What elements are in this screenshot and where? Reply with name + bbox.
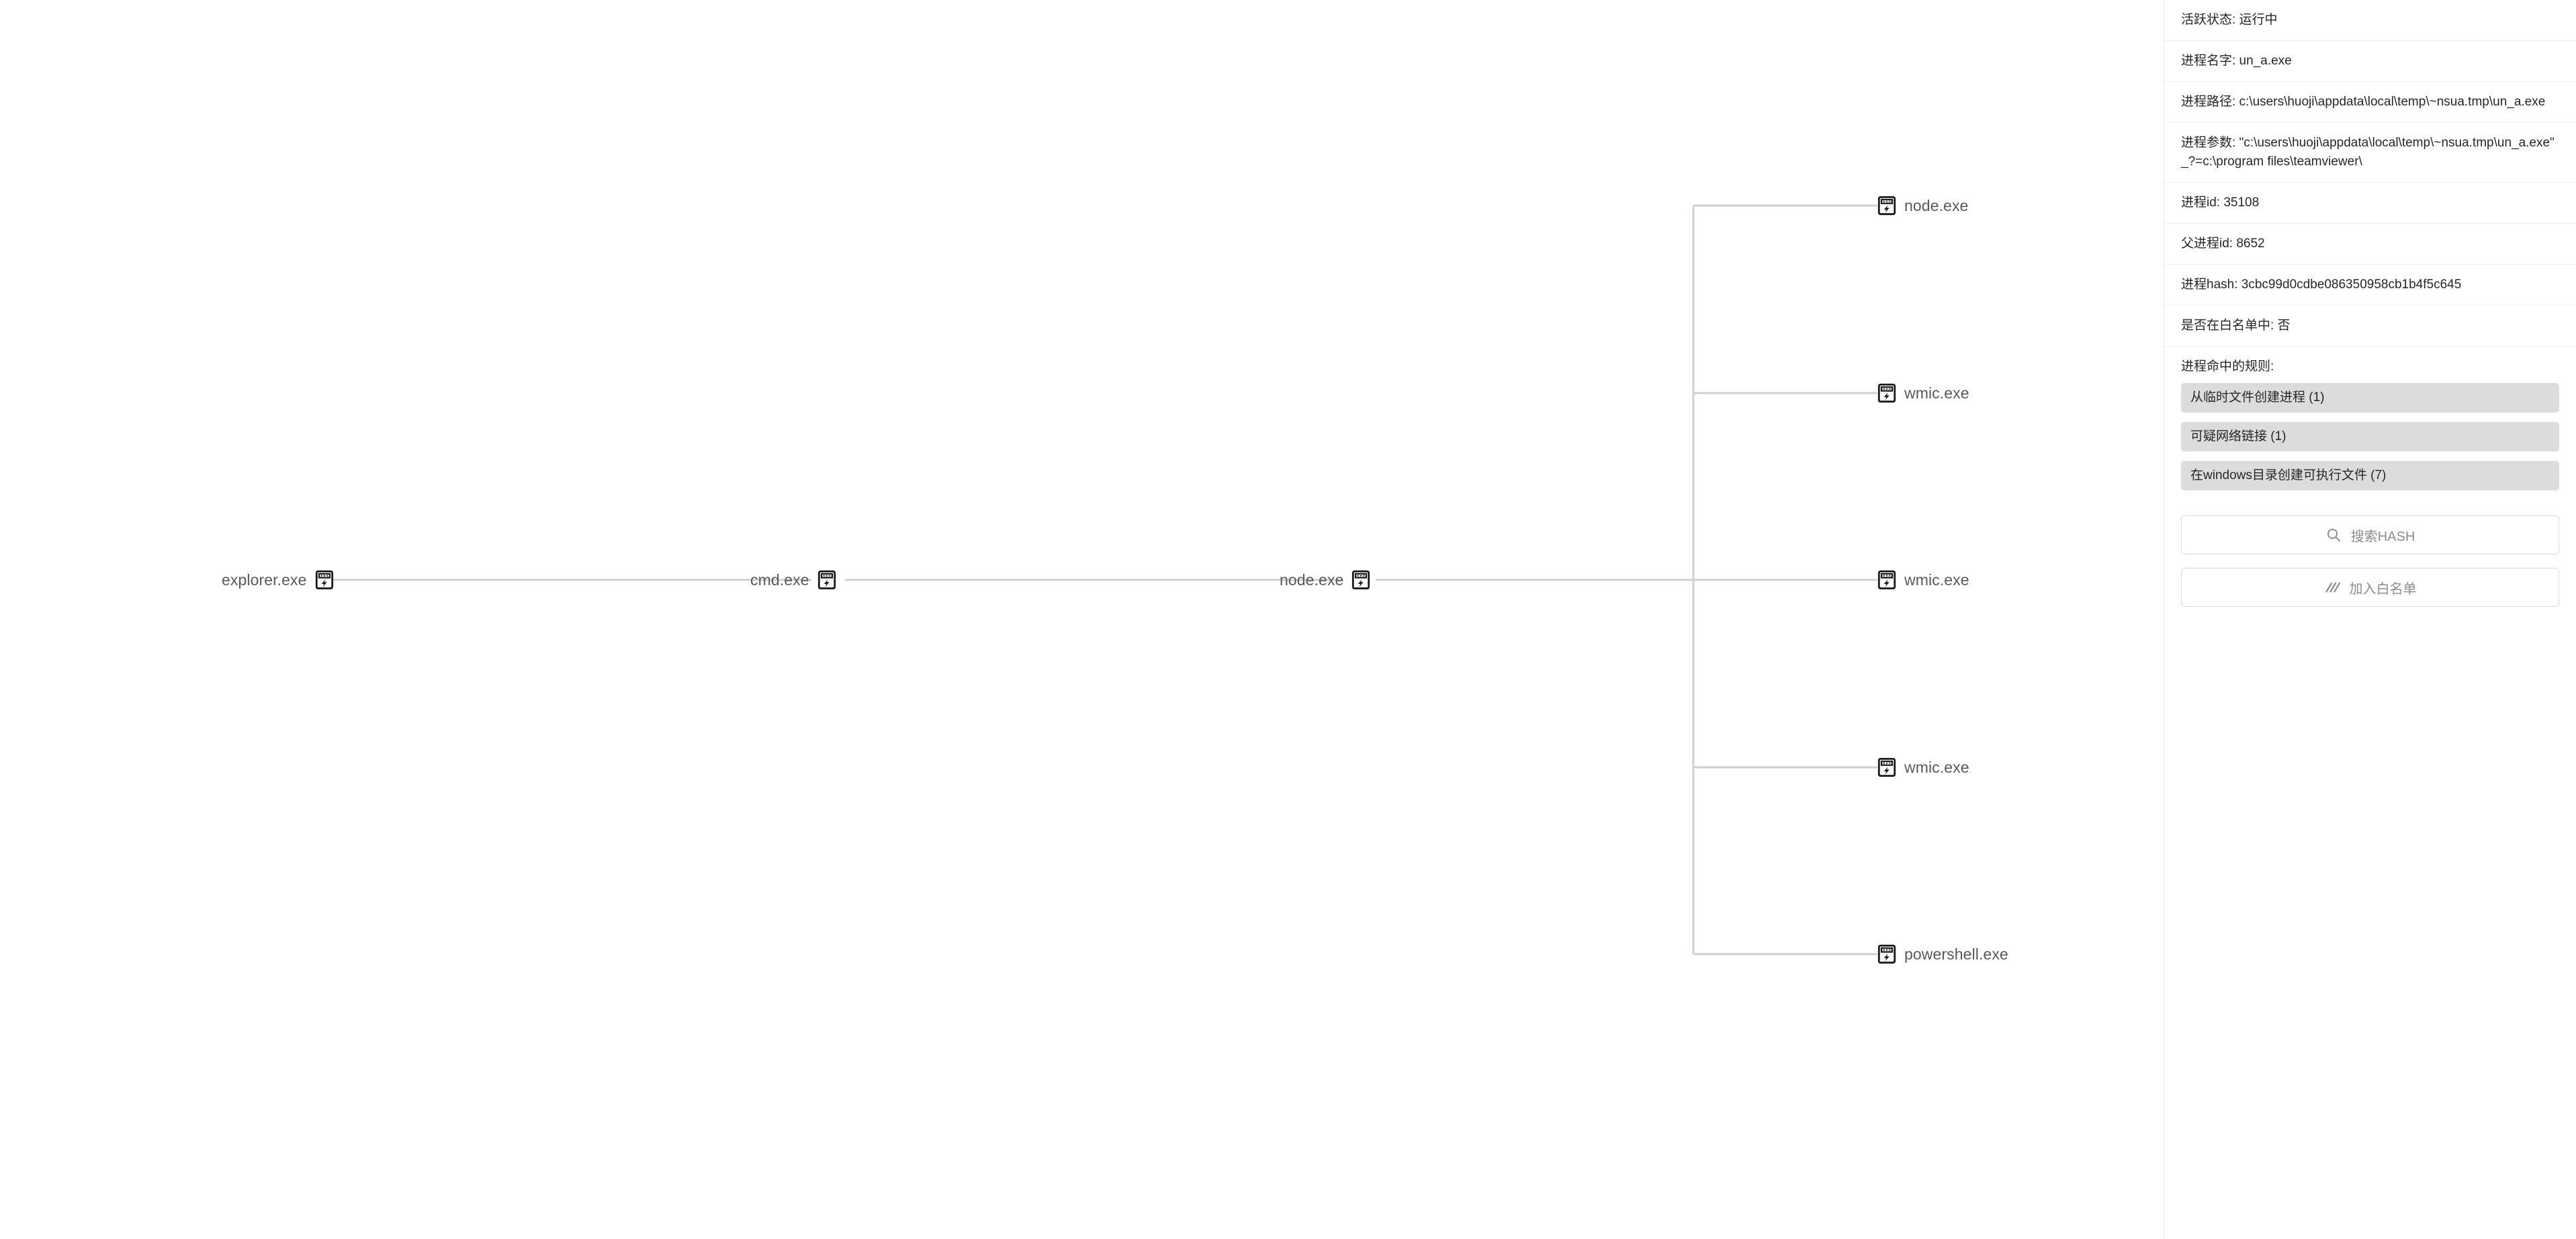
process-node-child-node[interactable]: node.exe — [1877, 190, 1968, 221]
detail-row-process-args: 进程参数: "c:\users\huoji\appdata\local\temp… — [2164, 123, 2576, 183]
add-whitelist-label: 加入白名单 — [2349, 581, 2417, 597]
process-window-bolt-icon — [1877, 383, 1896, 403]
process-node-label: wmic.exe — [1904, 758, 1969, 776]
search-hash-label: 搜索HASH — [2350, 529, 2415, 544]
process-detail-panel: 活跃状态: 运行中 进程名字: un_a.exe 进程路径: c:\users\… — [2164, 0, 2576, 1239]
detail-row-parent-process-id: 父进程id: 8652 — [2164, 224, 2576, 265]
process-window-bolt-icon — [1877, 944, 1896, 964]
process-tree-edges — [317, 204, 1877, 955]
process-node-cmd[interactable]: cmd.exe — [750, 564, 837, 595]
search-icon — [2327, 528, 2340, 542]
process-node-label: powershell.exe — [1904, 945, 2008, 963]
process-node-label: cmd.exe — [750, 570, 809, 589]
search-hash-button[interactable]: 搜索HASH — [2181, 515, 2559, 554]
matched-rules-title: 进程命中的规则: — [2181, 359, 2274, 374]
rule-tag-windows-dir-exe[interactable]: 在windows目录创建可执行文件 (7) — [2181, 461, 2559, 490]
detail-row-matched-rules: 进程命中的规则: 从临时文件创建进程 (1) 可疑网络链接 (1) 在windo… — [2164, 347, 2576, 500]
detail-row-process-hash: 进程hash: 3cbc99d0cdbe086350958cb1b4f5c645 — [2164, 265, 2576, 306]
process-node-child-wmic-2[interactable]: wmic.exe — [1877, 564, 1969, 595]
panel-actions: 搜索HASH 加入白名单 — [2164, 500, 2576, 607]
process-node-child-wmic-3[interactable]: wmic.exe — [1877, 752, 1969, 783]
process-window-bolt-icon — [817, 570, 836, 590]
process-window-bolt-icon — [1877, 757, 1896, 777]
detail-row-in-whitelist: 是否在白名单中: 否 — [2164, 306, 2576, 347]
detail-row-process-path: 进程路径: c:\users\huoji\appdata\local\temp\… — [2164, 82, 2576, 123]
process-node-label: wmic.exe — [1904, 384, 1969, 402]
detail-row-active-state: 活跃状态: 运行中 — [2164, 0, 2576, 41]
hatch-stripes-icon — [2325, 582, 2340, 593]
process-node-label: node.exe — [1280, 570, 1344, 589]
process-node-child-wmic-1[interactable]: wmic.exe — [1877, 378, 1969, 409]
process-node-node-parent[interactable]: node.exe — [1280, 564, 1371, 595]
rule-tag-suspicious-network[interactable]: 可疑网络链接 (1) — [2181, 422, 2559, 452]
process-window-bolt-icon — [315, 570, 333, 590]
process-node-explorer[interactable]: explorer.exe — [222, 564, 335, 595]
detail-row-process-name: 进程名字: un_a.exe — [2164, 41, 2576, 82]
process-node-label: explorer.exe — [222, 570, 307, 589]
process-tree-canvas[interactable]: explorer.exe cmd.exe node.exe — [0, 0, 2164, 1239]
process-node-label: wmic.exe — [1904, 570, 1969, 589]
process-window-bolt-icon — [1352, 570, 1370, 590]
process-window-bolt-icon — [1877, 196, 1896, 216]
rule-tag-temp-file-process[interactable]: 从临时文件创建进程 (1) — [2181, 383, 2559, 413]
process-node-label: node.exe — [1904, 196, 1969, 214]
process-window-bolt-icon — [1877, 570, 1896, 590]
add-whitelist-button[interactable]: 加入白名单 — [2181, 568, 2559, 607]
detail-row-process-id: 进程id: 35108 — [2164, 183, 2576, 224]
process-node-child-powershell[interactable]: powershell.exe — [1877, 939, 2008, 970]
